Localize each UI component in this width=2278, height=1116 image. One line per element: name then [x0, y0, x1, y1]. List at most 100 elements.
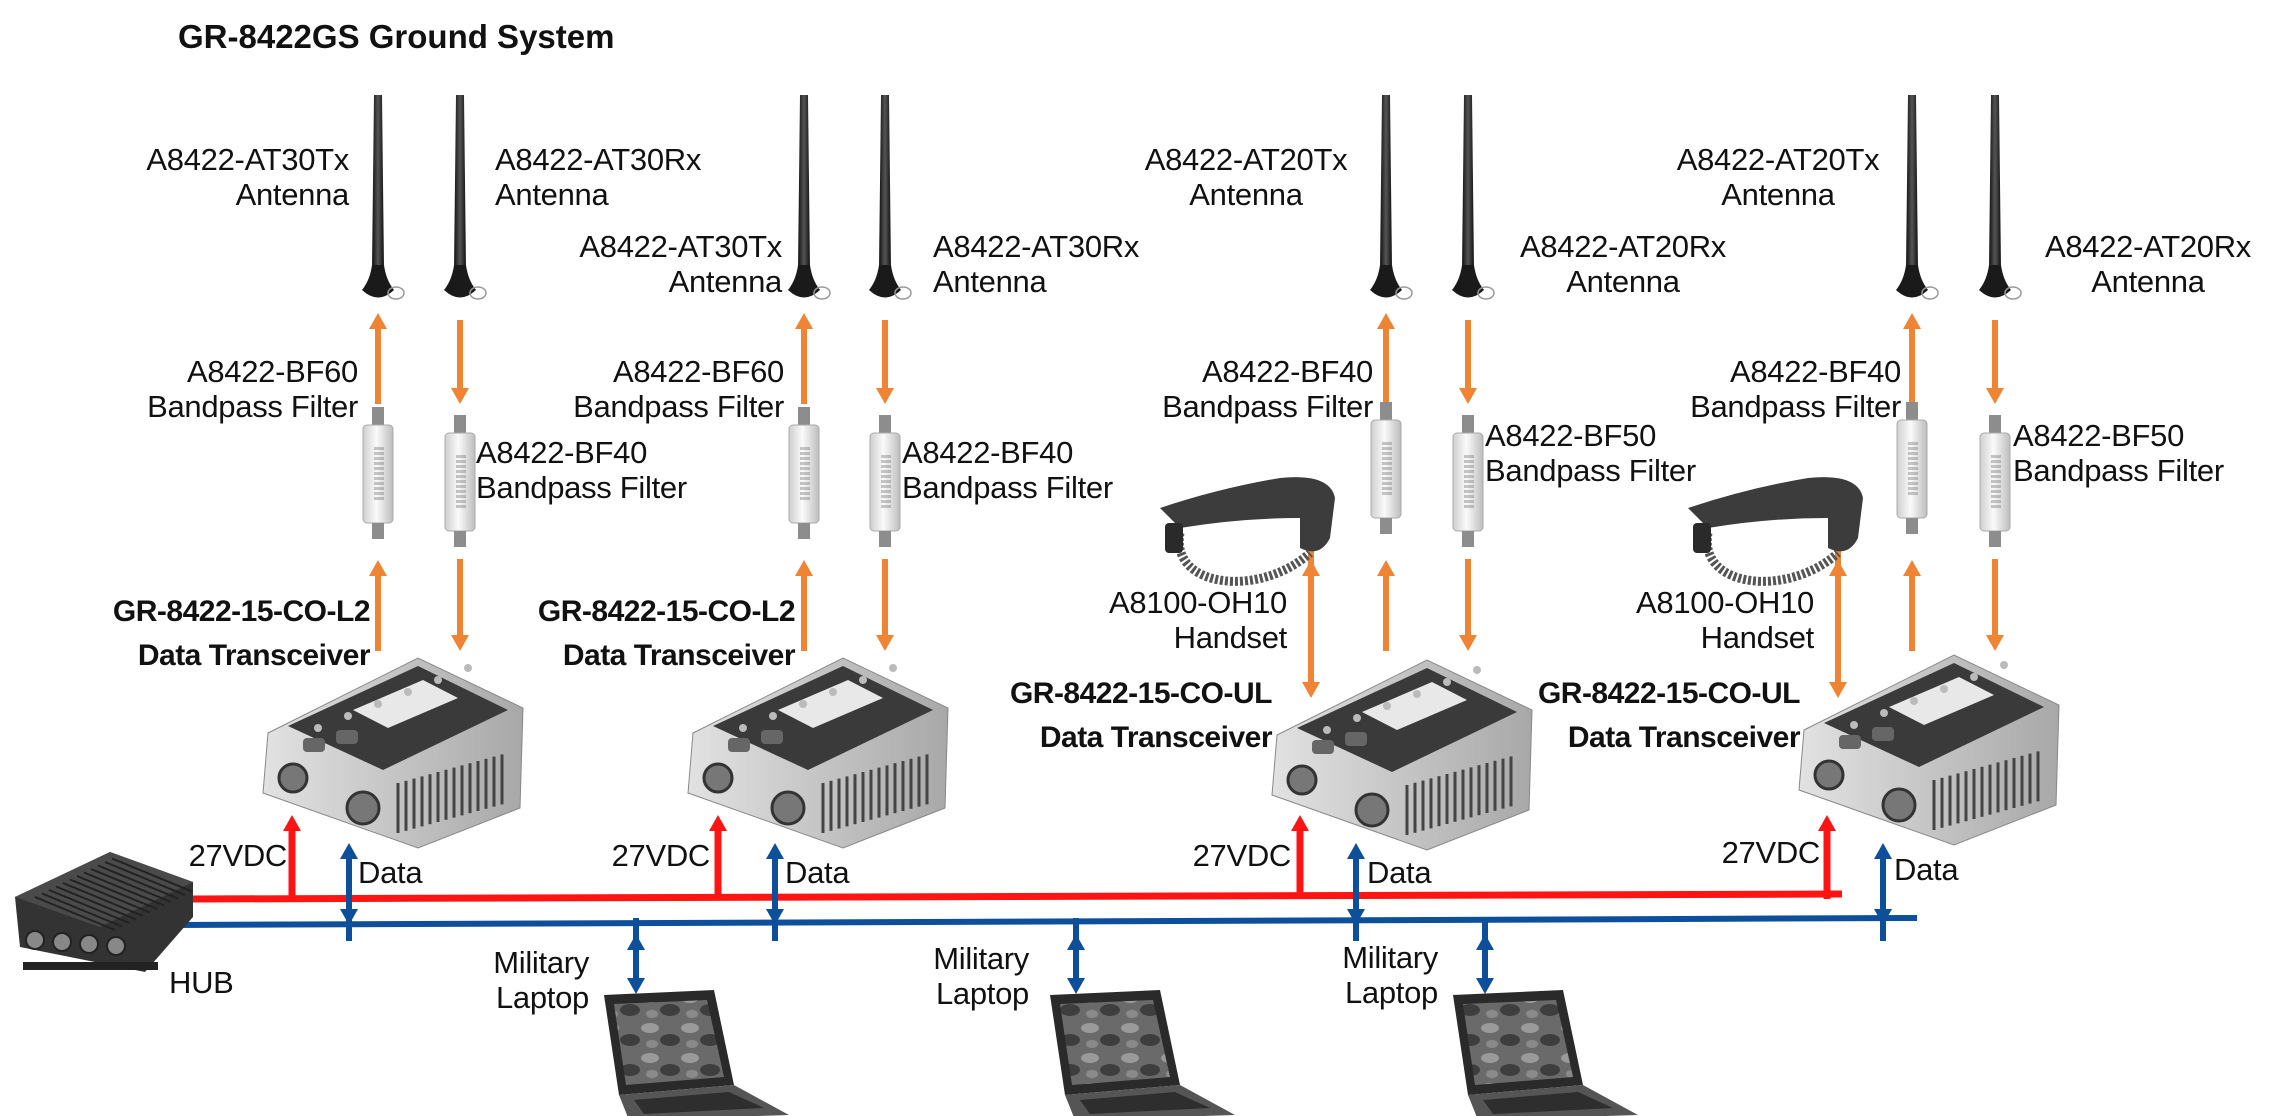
model: A8422-BF40 [902, 435, 1074, 470]
power-arrow [283, 815, 301, 899]
power-bus-line [192, 890, 1843, 903]
power-label: 27VDC [611, 838, 711, 873]
arrow-head [1818, 815, 1836, 831]
rf-arrow-down [876, 320, 894, 404]
data-transceiver-icon [1798, 654, 2060, 846]
type: Bandpass Filter [902, 470, 1113, 505]
connector-icon [1345, 732, 1367, 746]
connector-icon [761, 730, 783, 744]
arrow-head [1874, 909, 1892, 925]
model: A8422-AT30Rx [933, 229, 1140, 264]
rf-arrow-up [1903, 560, 1921, 651]
arrow-head [369, 313, 387, 329]
hub-icon [15, 852, 193, 972]
data-label: Data [358, 855, 423, 890]
connector-icon [1813, 759, 1845, 791]
bandpass-filter-icon [444, 415, 476, 547]
type: Data Transceiver [137, 639, 371, 672]
antenna-icon [1896, 95, 1939, 300]
devices-layer [15, 95, 2060, 1116]
model: A8422-AT20Rx [2044, 229, 2252, 264]
arrow-head [1903, 560, 1921, 576]
arrow-head [795, 313, 813, 329]
model: A8422-BF60 [612, 354, 784, 389]
antenna-icon [1979, 95, 2022, 300]
data-transceiver-icon [1271, 659, 1533, 851]
handset-arrow [1829, 544, 1847, 698]
type: Antenna [495, 177, 609, 212]
hub-label: HUB [169, 965, 234, 1000]
model: A8422-BF40 [1201, 354, 1373, 389]
arrow-head [1377, 560, 1395, 576]
type: Data Transceiver [562, 639, 796, 672]
rf-arrow-down [1459, 559, 1477, 651]
model: A8422-BF40 [1729, 354, 1901, 389]
data-arrow [340, 843, 358, 941]
rf-arrow-up [795, 313, 813, 404]
bandpass-filter-icon [1370, 402, 1402, 534]
data-arrow [1347, 843, 1365, 941]
arrow-head [766, 843, 784, 859]
data-transceiver-icon [262, 657, 524, 849]
type: Antenna [1189, 177, 1303, 212]
type: Data Transceiver [1567, 721, 1801, 754]
power-label: 27VDC [1192, 838, 1292, 873]
rf-arrow-up [1377, 560, 1395, 651]
arrow-head [1377, 313, 1395, 329]
model: A8422-BF50 [1485, 418, 1657, 453]
type: Antenna [933, 264, 1047, 299]
data-arrow [766, 843, 784, 941]
rf-arrow-down [1986, 559, 2004, 651]
model: A8422-BF50 [2013, 418, 2185, 453]
connector-icon [1839, 735, 1861, 749]
type: Bandpass Filter [573, 389, 784, 424]
connector-icon [702, 762, 734, 794]
type: Bandpass Filter [2013, 453, 2224, 488]
arrow-head [1903, 313, 1921, 329]
arrow-head [1829, 682, 1847, 698]
antenna-icon [1370, 95, 1413, 300]
model: GR-8422-15-CO-UL [1537, 677, 1801, 710]
data-label: Data [785, 855, 850, 890]
laptop-data-arrow [1476, 918, 1494, 994]
arrow-head [1476, 934, 1494, 950]
model: A8100-OH10 [1636, 585, 1814, 620]
rf-arrow-up [1903, 313, 1921, 404]
rf-arrow-down [1459, 320, 1477, 404]
model: GR-8422-15-CO-UL [1009, 677, 1273, 710]
arrow-head [795, 560, 813, 576]
arrow-head [1291, 815, 1309, 831]
arrow-head [1067, 978, 1085, 994]
antenna-icon [444, 95, 487, 300]
model: A8422-AT30Tx [579, 229, 782, 264]
arrow-head [1829, 560, 1847, 576]
type: Antenna [2091, 264, 2205, 299]
type: Bandpass Filter [147, 389, 358, 424]
connector-icon [345, 790, 381, 826]
arrow-head [1459, 388, 1477, 404]
arrow-head [1067, 934, 1085, 950]
arrow-head [876, 388, 894, 404]
model: A8422-AT30Tx [146, 142, 349, 177]
arrow-head [627, 934, 645, 950]
arrow-head [451, 635, 469, 651]
connector-icon [1881, 787, 1917, 823]
arrow-head [1347, 843, 1365, 859]
type: Handset [1173, 620, 1288, 655]
model: GR-8422-15-CO-L2 [537, 595, 796, 628]
handset-icon [1688, 477, 1863, 586]
model: A8422-BF40 [476, 435, 648, 470]
